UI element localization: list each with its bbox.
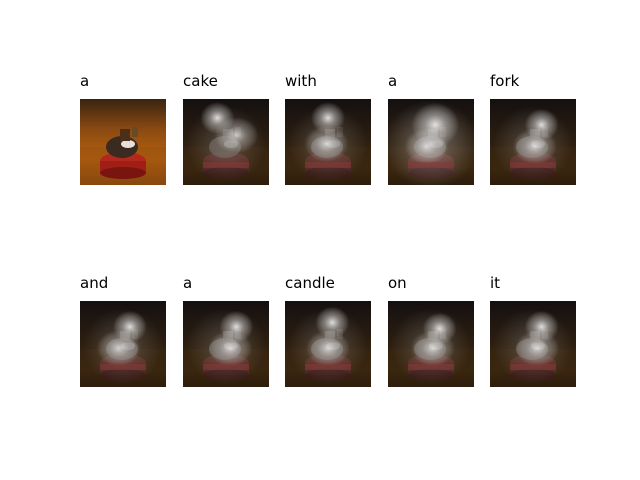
word-label: a (80, 72, 90, 90)
word-label: a (388, 72, 398, 90)
attention-map (183, 301, 269, 387)
attention-map (388, 99, 474, 185)
original-image (80, 99, 166, 185)
attention-map (388, 301, 474, 387)
word-label: and (80, 274, 109, 292)
attention-map (285, 301, 371, 387)
attention-map (490, 301, 576, 387)
word-label: with (285, 72, 317, 90)
word-label: it (490, 274, 501, 292)
word-label: fork (490, 72, 520, 90)
attention-map (183, 99, 269, 185)
word-label: cake (183, 72, 218, 90)
word-label: on (388, 274, 407, 292)
attention-map (80, 301, 166, 387)
attention-map (490, 99, 576, 185)
attention-map (285, 99, 371, 185)
word-label: a (183, 274, 193, 292)
word-label: candle (285, 274, 335, 292)
